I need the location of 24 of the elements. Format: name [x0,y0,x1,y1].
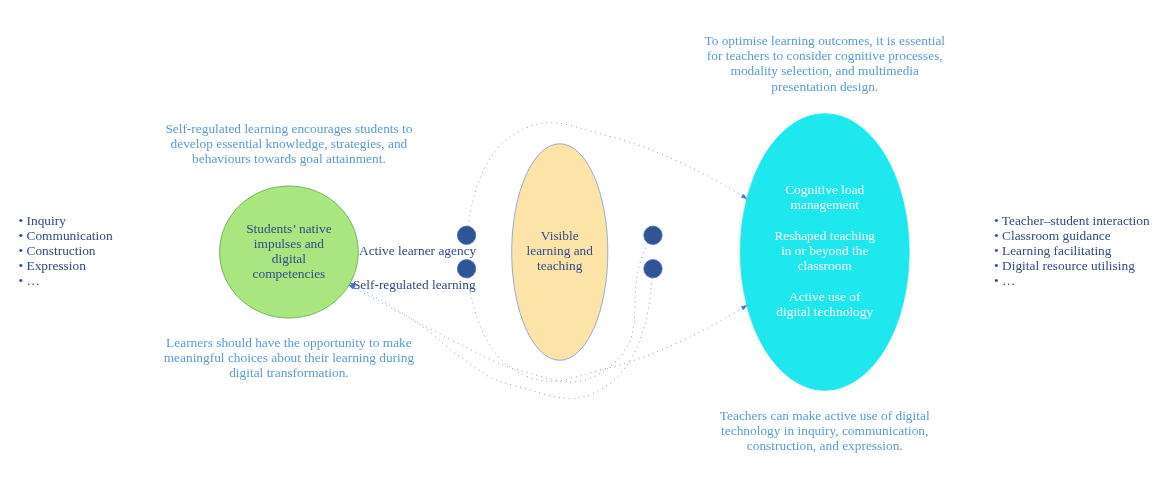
arrow [467,121,748,226]
label: • Digital resource utilising [994,257,1135,273]
label: • … [18,272,40,288]
label: • Inquiry [18,212,66,228]
arrow [349,277,653,399]
label: Learners should have the opportunity to make meaningful choices about their learning during digital transformation. [163,334,415,380]
node-ellipse: Visible learning and teaching [511,142,609,361]
node-circle [456,258,477,278]
node-label: Active learner agency [359,242,477,258]
label: • Learning facilitating [994,242,1112,258]
label: • Expression [18,257,86,273]
node-circle [456,225,477,245]
node-circle [643,225,663,245]
label: Teachers can make active use of digital technology in inquiry, communication, construction, and expression. [719,407,930,453]
arrow [348,242,649,383]
label: • Classroom guidance [994,227,1111,243]
label: To optimise learning outcomes, it is essential for teachers to consider cognitive processes, modality selection, and multimedia presentation design. [704,32,946,94]
label: • … [994,272,1016,288]
label: Self-regulated learning encourages students to develop essential knowledge, strategies, and behaviours towards goal attainment. [165,120,413,166]
node-circle [643,258,663,278]
arrow [467,277,748,382]
label: • Teacher–student interaction [994,212,1150,228]
label: • Communication [18,227,113,243]
label: • Construction [18,242,96,258]
